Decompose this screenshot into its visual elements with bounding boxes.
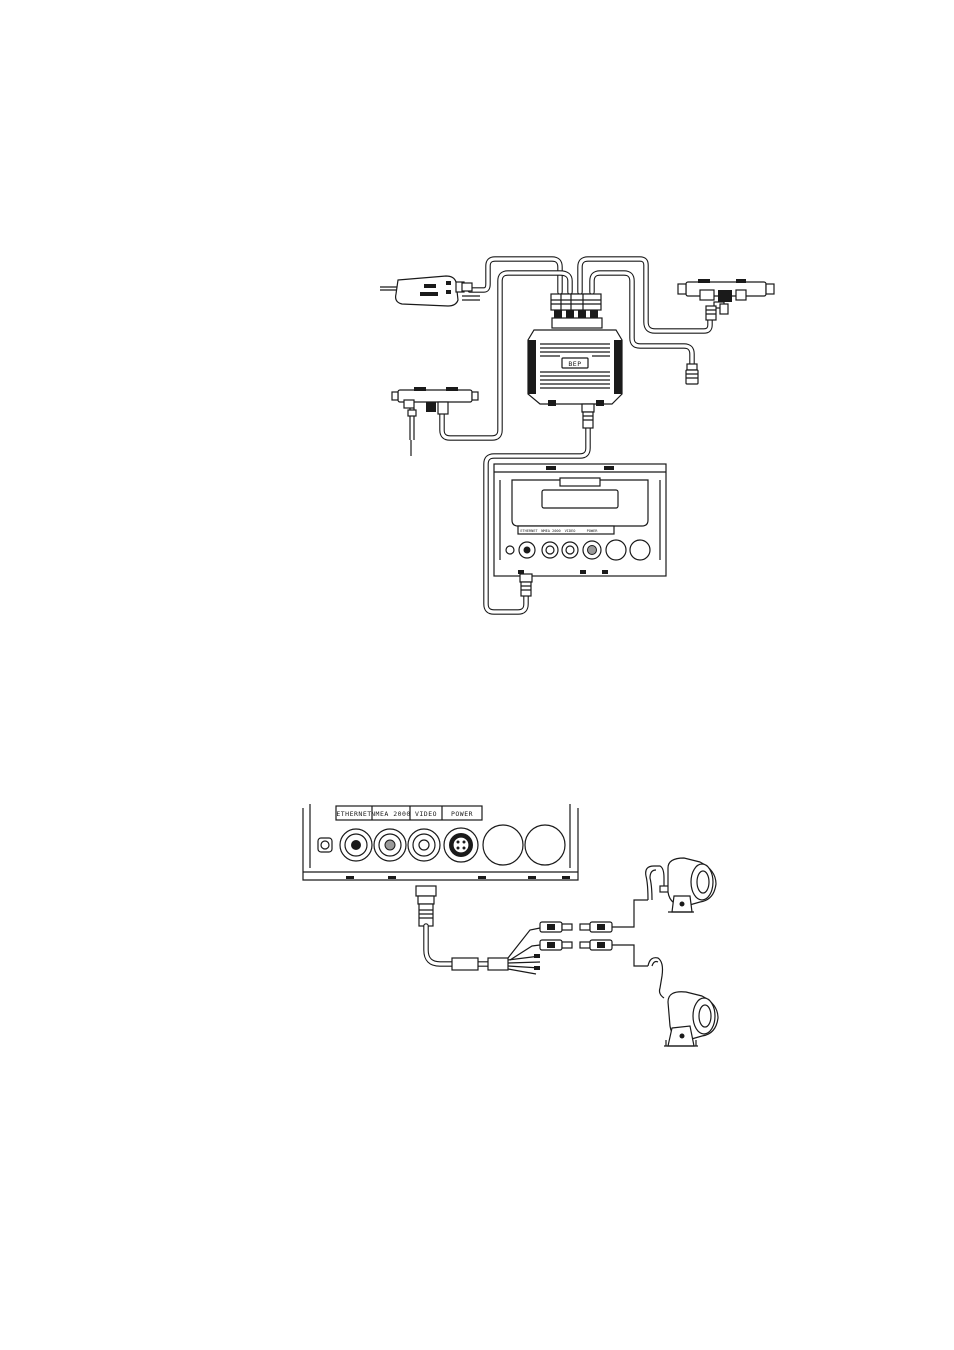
display-unit-rear-panel: ETHERNET NMEA 2000 VIDEO POWER	[494, 464, 666, 596]
inline-interface-module	[380, 276, 480, 306]
network-connection-diagram: BEP	[380, 259, 774, 612]
hub-connectors	[551, 294, 602, 328]
power-port	[444, 828, 478, 862]
nmea-t-connector-block	[678, 279, 774, 320]
top-port-label-power: POWER	[587, 529, 599, 533]
port-label-video: VIDEO	[415, 810, 437, 818]
port-label-ethernet: ETHERNET	[336, 810, 371, 818]
top-port-label-video: VIDEO	[565, 529, 576, 533]
nmea-port	[374, 829, 406, 861]
port-label-power: POWER	[451, 810, 473, 818]
ethernet-port	[340, 829, 372, 861]
top-port-label-nmea: NMEA 2000	[541, 529, 560, 533]
network-hub: BEP	[528, 294, 622, 428]
video-adapter-cable	[416, 886, 540, 974]
camera-2	[648, 958, 718, 1046]
port-label-nmea: NMEA 2000	[371, 810, 411, 818]
video-port	[408, 829, 440, 861]
top-port-label-ethernet: ETHERNET	[520, 529, 538, 533]
terminator-connector	[686, 364, 698, 384]
hub-label: BEP	[568, 360, 581, 368]
display-rear-panel-closeup: ETHERNET NMEA 2000 VIDEO POWER	[303, 804, 578, 880]
video-connection-diagram: ETHERNET NMEA 2000 VIDEO POWER	[303, 804, 718, 1046]
sensor-mount-device	[392, 387, 478, 456]
rca-connectors	[540, 900, 648, 966]
camera-1	[646, 858, 716, 912]
